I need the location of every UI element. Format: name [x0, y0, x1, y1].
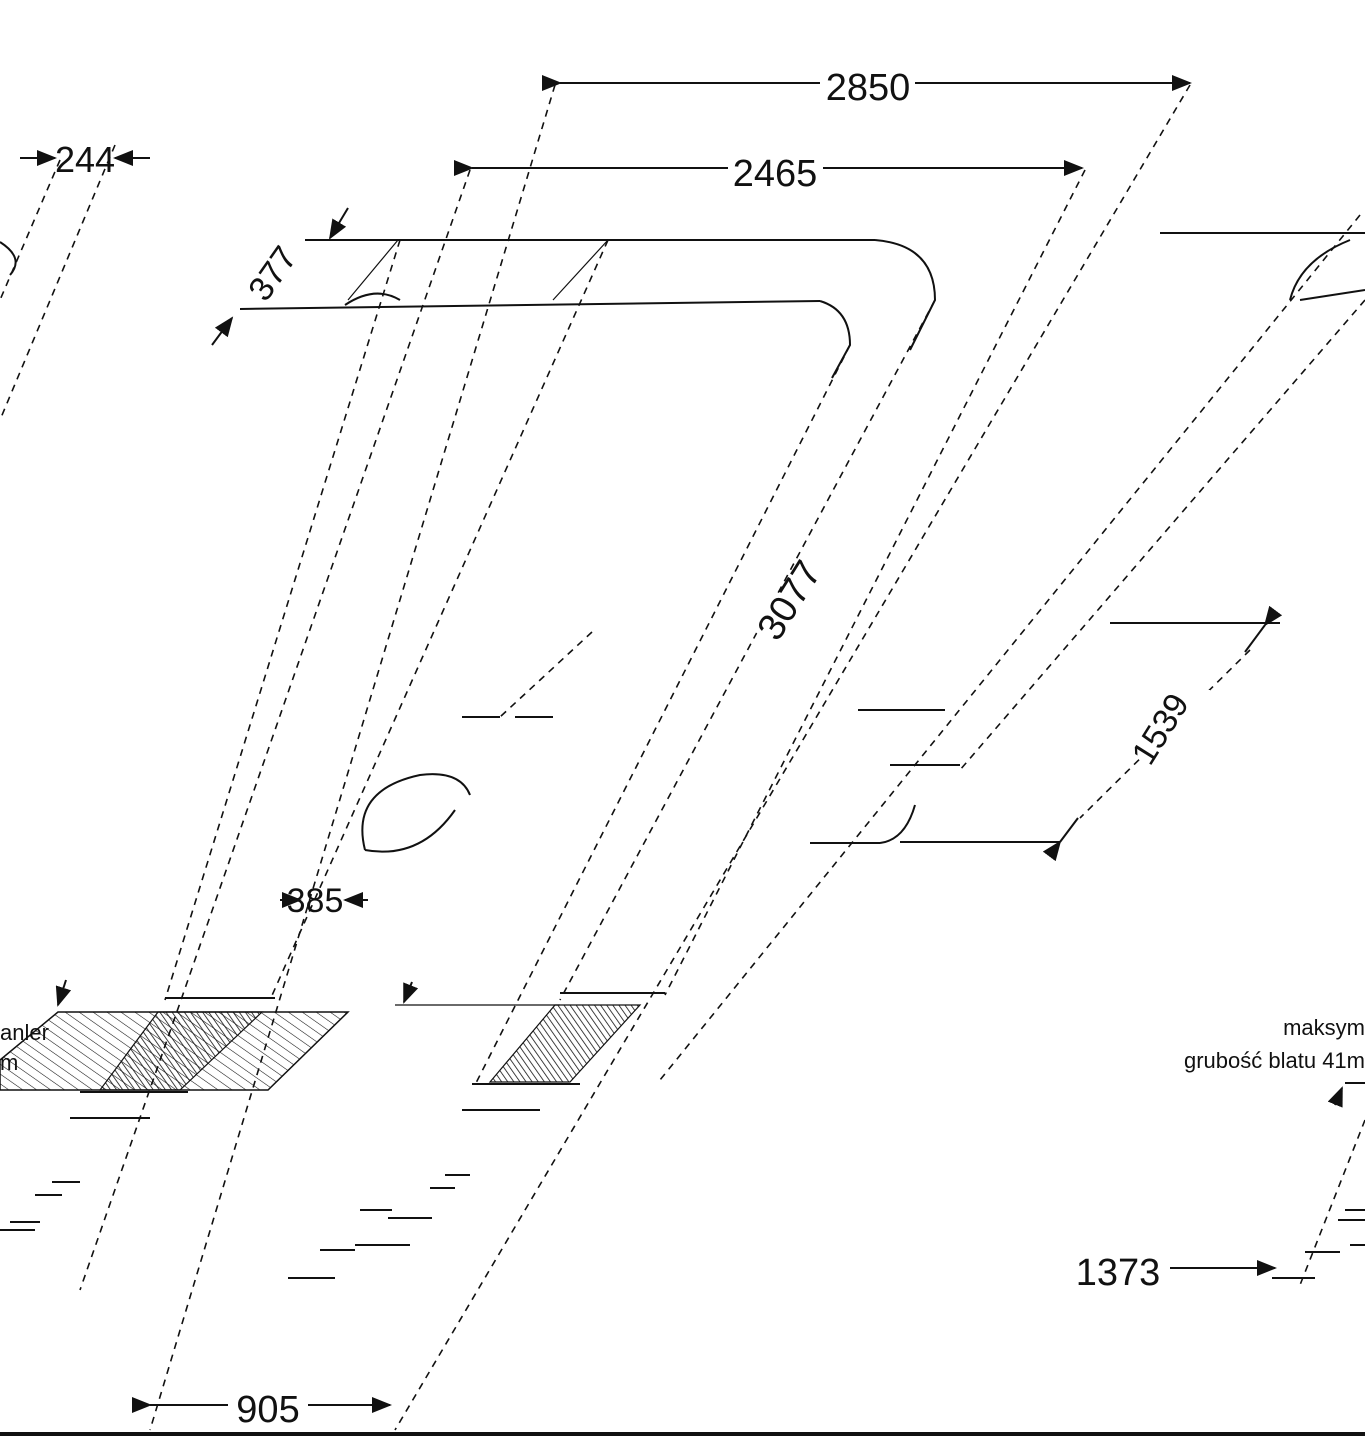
note-right-line1: maksym: [1283, 1015, 1365, 1040]
diagonal-guide-lines: [0, 84, 1365, 1431]
note-right: maksym grubość blatu 41m: [1184, 1015, 1365, 1108]
note-right-line2: grubość blatu 41m: [1184, 1048, 1365, 1073]
dim-label-2465: 2465: [733, 153, 818, 195]
dim-label-1373: 1373: [1076, 1252, 1161, 1294]
dimension-1539: 1539: [900, 605, 1283, 862]
dimension-385: 385: [280, 882, 368, 920]
dim-label-244: 244: [55, 139, 115, 180]
note-left-line1: anler: [0, 1020, 49, 1045]
dim-label-377: 377: [241, 240, 305, 308]
sink-outline: [361, 631, 960, 853]
dimension-2850: 2850: [542, 62, 1192, 109]
dim-label-385: 385: [287, 882, 344, 920]
dim-label-2850: 2850: [826, 67, 911, 109]
note-left-line2: m: [0, 1050, 18, 1075]
dim-label-905: 905: [236, 1389, 299, 1431]
dimension-905: 905: [132, 1385, 392, 1431]
worktop-section-left: anler m: [0, 979, 350, 1231]
worktop-section-middle: [288, 981, 665, 1279]
dimension-377: 377: [211, 207, 349, 346]
dimension-244: 244: [20, 139, 150, 180]
worktop-outline: [0, 232, 1365, 379]
dimension-1373: 1373: [1076, 1209, 1365, 1294]
dimension-2465: 2465: [454, 148, 1084, 195]
